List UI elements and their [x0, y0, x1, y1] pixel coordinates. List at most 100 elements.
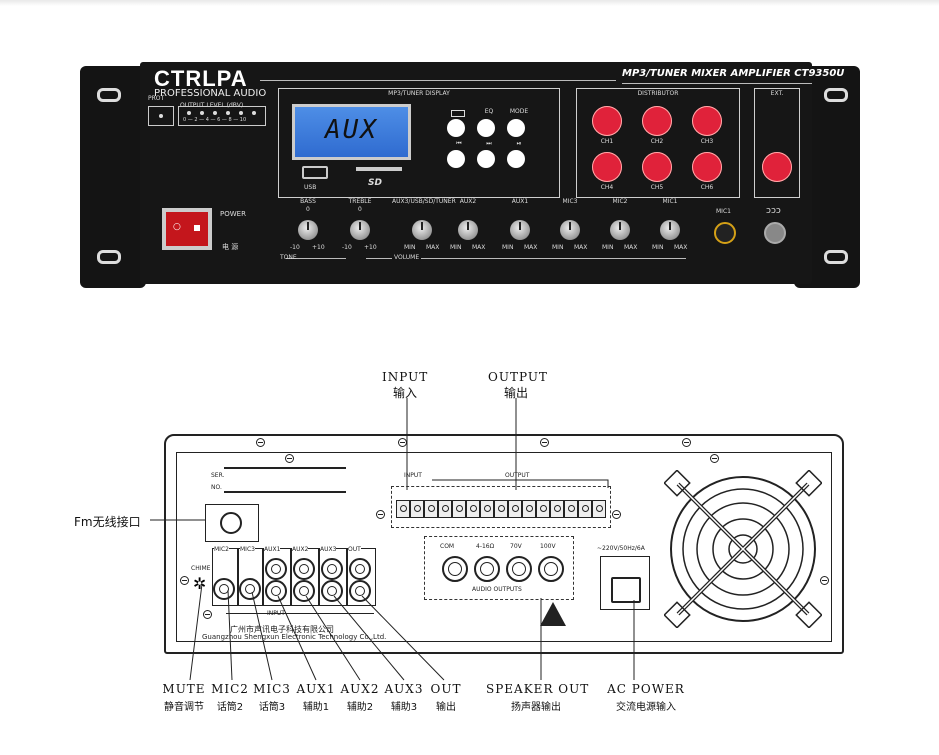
model-rule: [622, 83, 812, 84]
knob-min: MIN: [552, 244, 564, 251]
screw-terminal[interactable]: [480, 500, 494, 518]
knob-bass[interactable]: [298, 220, 318, 240]
screw-terminal[interactable]: [438, 500, 452, 518]
callout-aux2: AUX2: [340, 682, 380, 696]
company-cn: 广州市声讯电子科技有限公司: [230, 625, 334, 634]
knob-label: MIC2: [612, 198, 628, 205]
70v-output-jack[interactable]: [506, 556, 532, 582]
aux3-rca-jack[interactable]: [321, 558, 343, 580]
eq-label: EQ: [484, 108, 494, 115]
ser-label: SER.: [211, 472, 225, 479]
callout-mute-cn: 静音调节: [164, 702, 204, 713]
front-panel: CTRLPA PROFESSIONAL AUDIO MP3/TUNER MIXE…: [140, 62, 844, 284]
screw: [285, 454, 294, 463]
level-led: [252, 111, 256, 115]
screw-terminal[interactable]: [550, 500, 564, 518]
fm-port[interactable]: [220, 512, 242, 534]
lcd-display: AUX: [292, 104, 411, 160]
rack-ear-left: [80, 66, 146, 288]
screw-terminal[interactable]: [522, 500, 536, 518]
ch1-button[interactable]: [592, 106, 622, 136]
top-divider: [0, 0, 939, 6]
ch5-button[interactable]: [642, 152, 672, 182]
terminal-area: [391, 486, 611, 528]
prot-label: PROT: [148, 95, 165, 102]
output-level-meter: 0 — 2 — 4 — 6 — 8 — 10: [178, 106, 266, 126]
sd-slot[interactable]: [356, 167, 402, 171]
com-output-jack[interactable]: [442, 556, 468, 582]
callout-aux1: AUX1: [296, 682, 336, 696]
knob-aux3-usb-sd-tuner[interactable]: [412, 220, 432, 240]
100v-output-jack[interactable]: [538, 556, 564, 582]
lcd-text: AUX: [325, 115, 378, 145]
play-pause-icon: ⏯: [516, 140, 522, 147]
knob-aux2[interactable]: [458, 220, 478, 240]
screw-terminal[interactable]: [592, 500, 606, 518]
audio-outputs-label: AUDIO OUTPUTS: [470, 586, 524, 593]
callout-aux3: AUX3: [384, 682, 424, 696]
ch6-button[interactable]: [692, 152, 722, 182]
knob-max: MAX: [624, 244, 638, 251]
aux3-rca-jack[interactable]: [321, 580, 343, 602]
ext-button[interactable]: [762, 152, 792, 182]
ch2-button[interactable]: [642, 106, 672, 136]
aux2-rca-jack[interactable]: [293, 580, 315, 602]
wireless-button[interactable]: [764, 222, 786, 244]
callout-mic3-cn: 话筒3: [258, 702, 286, 713]
distributor-title: DISTRIBUTOR: [637, 90, 679, 97]
aux1-rca-jack[interactable]: [265, 580, 287, 602]
aux1-rca-jack[interactable]: [265, 558, 287, 580]
ext-title: EXT.: [770, 90, 784, 97]
4-16-output-jack[interactable]: [474, 556, 500, 582]
audio-outputs-area: [424, 536, 574, 600]
mode-button[interactable]: [507, 119, 525, 137]
screw-terminal[interactable]: [578, 500, 592, 518]
ch4-button[interactable]: [592, 152, 622, 182]
knob-mic1[interactable]: [660, 220, 680, 240]
next-button[interactable]: [477, 150, 495, 168]
com-label: COM: [440, 543, 455, 550]
knob-treble[interactable]: [350, 220, 370, 240]
knob-aux1[interactable]: [510, 220, 530, 240]
knob-label: AUX2: [459, 198, 477, 205]
screw: [710, 454, 719, 463]
ac-socket[interactable]: [611, 577, 641, 603]
knob-mic2[interactable]: [610, 220, 630, 240]
knob-mic3[interactable]: [560, 220, 580, 240]
callout-speaker-out-cn: 扬声器输出: [511, 702, 561, 713]
prev-button[interactable]: [447, 150, 465, 168]
next-icon: ⏭: [486, 140, 492, 147]
out-rca-jack[interactable]: [349, 558, 371, 580]
screw-terminal[interactable]: [396, 500, 410, 518]
ch3-button[interactable]: [692, 106, 722, 136]
mp3-display-title: MP3/TUNER DISPLAY: [388, 90, 450, 97]
screw-terminal[interactable]: [494, 500, 508, 518]
knob-max: +10: [312, 244, 325, 251]
mute-adjust-icon[interactable]: ✲: [193, 574, 207, 593]
out-rca-jack[interactable]: [349, 580, 371, 602]
mic2-jack[interactable]: [213, 578, 235, 600]
ch4-label: CH4: [600, 184, 614, 191]
folder-button[interactable]: [447, 119, 465, 137]
mp3-display-panel: MP3/TUNER DISPLAY: [278, 88, 560, 198]
screw-terminal[interactable]: [536, 500, 550, 518]
aux2-rca-jack[interactable]: [293, 558, 315, 580]
mic1-jack[interactable]: [714, 222, 736, 244]
screw: [376, 510, 385, 519]
usb-port[interactable]: [302, 166, 328, 179]
screw: [540, 438, 549, 447]
screw-terminal[interactable]: [508, 500, 522, 518]
screw-terminal[interactable]: [410, 500, 424, 518]
play-pause-button[interactable]: [507, 150, 525, 168]
power-switch[interactable]: ○: [166, 212, 208, 246]
screw-terminal[interactable]: [452, 500, 466, 518]
screw-terminal[interactable]: [424, 500, 438, 518]
mic3-jack[interactable]: [239, 578, 261, 600]
screw-terminal[interactable]: [466, 500, 480, 518]
eq-button[interactable]: [477, 119, 495, 137]
callout-mic2: MIC2: [211, 682, 249, 696]
tone-label: TONE: [280, 254, 297, 261]
screw-terminal[interactable]: [564, 500, 578, 518]
rear-panel-inner: [176, 452, 832, 642]
